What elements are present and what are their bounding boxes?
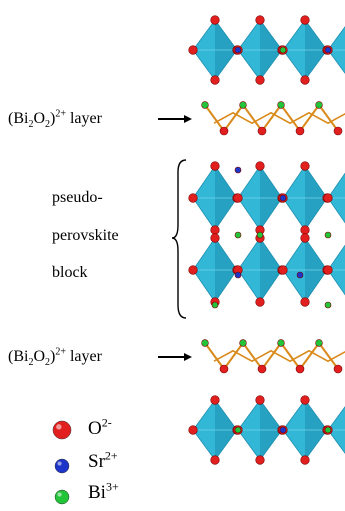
atoms-group xyxy=(188,15,343,465)
legend-marker xyxy=(54,458,70,474)
oxygen-atom xyxy=(333,364,343,374)
bismuth-atom xyxy=(234,231,242,239)
oxygen-atom xyxy=(300,161,310,171)
oxygen-atom xyxy=(219,364,229,374)
octahedra-group xyxy=(192,19,345,461)
oxygen-atom xyxy=(333,126,343,136)
pseudo-perovskite-label-line1: pseudo- xyxy=(52,189,103,206)
oxygen-atom xyxy=(295,126,305,136)
bi-o-bond-chain xyxy=(204,103,339,133)
bi2o2-layer-label-top: (Bi2O2)2+ layer xyxy=(8,108,102,131)
legend-marker-highlight xyxy=(56,424,62,430)
strontium-atom xyxy=(279,426,287,434)
oxygen-atom xyxy=(210,455,220,465)
legend-marker xyxy=(54,489,70,505)
bi2o2-layer-label-bottom: (Bi2O2)2+ layer xyxy=(8,346,102,369)
oxygen-atom xyxy=(188,193,198,203)
bismuth-atom xyxy=(256,231,264,239)
oxygen-atom xyxy=(233,193,243,203)
oxygen-atom xyxy=(210,75,220,85)
oxygen-atom xyxy=(300,455,310,465)
oxygen-atom xyxy=(210,225,220,235)
oxygen-atom xyxy=(255,395,265,405)
arrow-head xyxy=(184,353,192,361)
legend-oxygen-label: O2- xyxy=(88,415,112,439)
oxygen-atom xyxy=(300,395,310,405)
legend-marker xyxy=(52,420,72,440)
strontium-atom xyxy=(324,46,332,54)
bismuth-atom xyxy=(239,339,247,347)
bismuth-atom xyxy=(211,301,219,309)
strontium-atom xyxy=(234,166,242,174)
oxygen-atom xyxy=(255,161,265,171)
bismuth-atom xyxy=(324,301,332,309)
strontium-atom xyxy=(234,271,242,279)
oxygen-atom xyxy=(219,126,229,136)
oxygen-atom xyxy=(300,233,310,243)
strontium-atom xyxy=(296,271,304,279)
bismuth-atom xyxy=(234,426,242,434)
oxygen-atom xyxy=(210,161,220,171)
bismuth-atom xyxy=(201,101,209,109)
bi-o-bond-chain xyxy=(213,111,345,125)
bismuth-atom xyxy=(324,231,332,239)
legend-strontium-label: Sr2+ xyxy=(88,448,118,472)
bismuth-atom xyxy=(201,339,209,347)
bi-o-bond-chain xyxy=(213,349,345,363)
oxygen-atom xyxy=(255,15,265,25)
oxygen-atom xyxy=(300,225,310,235)
oxygen-atom xyxy=(210,233,220,243)
arrow-head xyxy=(184,115,192,123)
legend-bismuth-label: Bi3+ xyxy=(88,479,119,503)
bismuth-atom xyxy=(315,339,323,347)
bismuth-atom xyxy=(279,46,287,54)
oxygen-atom xyxy=(255,75,265,85)
pseudo-perovskite-label-line3: block xyxy=(52,264,88,281)
oxygen-atom xyxy=(278,265,288,275)
oxygen-atom xyxy=(210,15,220,25)
oxygen-atom xyxy=(300,297,310,307)
bismuth-atom xyxy=(315,101,323,109)
oxygen-atom xyxy=(300,15,310,25)
bismuth-atom xyxy=(277,339,285,347)
oxygen-atom xyxy=(188,425,198,435)
oxygen-atom xyxy=(257,364,267,374)
oxygen-atom xyxy=(255,297,265,307)
legend-marker-highlight xyxy=(57,461,62,466)
bi-o-bond-chain xyxy=(204,341,339,371)
legend-marker-highlight xyxy=(57,492,62,497)
bi2o2-bonds-group xyxy=(204,103,345,371)
oxygen-atom xyxy=(323,265,333,275)
bismuth-atom xyxy=(277,101,285,109)
oxygen-atom xyxy=(188,265,198,275)
oxygen-atom xyxy=(255,455,265,465)
oxygen-atom xyxy=(323,193,333,203)
strontium-atom xyxy=(279,194,287,202)
strontium-atom xyxy=(234,46,242,54)
pseudo-perovskite-label-line2: perovskite xyxy=(52,227,119,244)
bismuth-atom xyxy=(239,101,247,109)
bismuth-atom xyxy=(324,426,332,434)
oxygen-atom xyxy=(210,395,220,405)
annotation-marks xyxy=(52,115,192,505)
oxygen-atom xyxy=(188,45,198,55)
oxygen-atom xyxy=(295,364,305,374)
oxygen-atom xyxy=(300,75,310,85)
brace xyxy=(171,159,187,319)
oxygen-atom xyxy=(257,126,267,136)
